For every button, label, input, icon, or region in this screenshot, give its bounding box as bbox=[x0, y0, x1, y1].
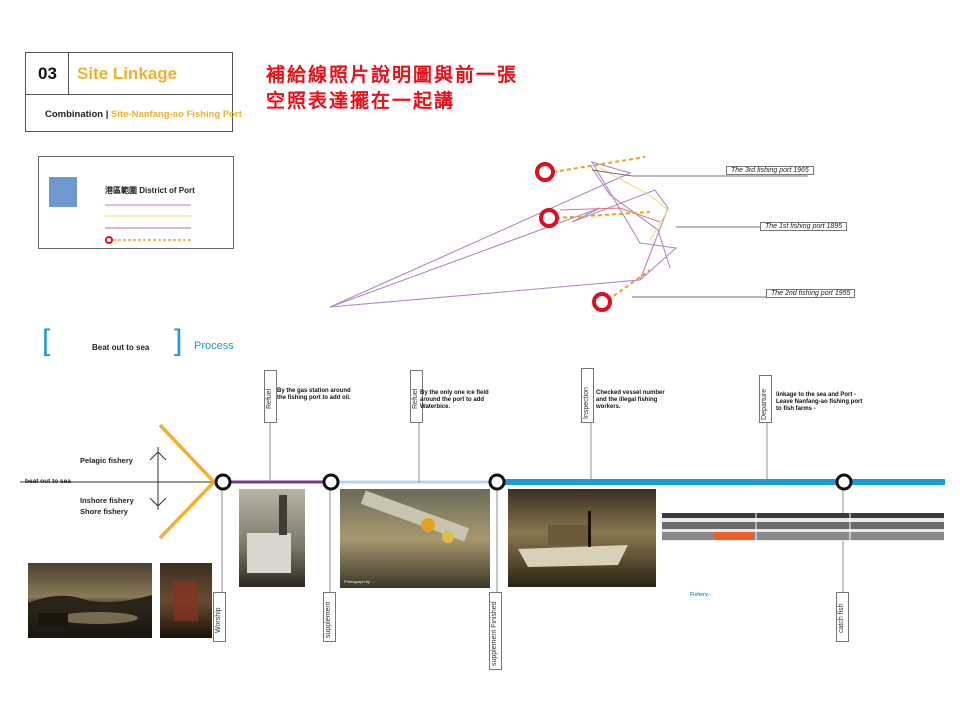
header-divider-vertical bbox=[68, 53, 69, 94]
subtitle-highlight: Site-Nanfang-ao Fishing Port bbox=[111, 109, 242, 120]
fishery-photo-strip bbox=[662, 513, 944, 541]
section-number: 03 bbox=[38, 64, 57, 83]
step-supplement-label: supplement bbox=[325, 601, 332, 638]
process-bracket-left: [ bbox=[42, 324, 51, 357]
fishery-pelagic: Pelagic fishery bbox=[80, 456, 133, 465]
fishery-inshore: Inshore fishery bbox=[80, 496, 134, 505]
process-bracket-right: ] bbox=[174, 324, 183, 357]
step-worship: Worship bbox=[213, 592, 226, 642]
section-title: Site Linkage bbox=[77, 64, 178, 83]
fishery-caption: Fishery- bbox=[690, 592, 710, 598]
district-swatch bbox=[49, 177, 77, 207]
timeline-node-icon bbox=[835, 473, 853, 491]
port-label-2nd: The 2nd fishing port 1955 bbox=[766, 289, 856, 298]
district-label: 港區範圍 District of Port bbox=[105, 186, 195, 195]
step-supplement-finished: supplement Finished bbox=[489, 592, 502, 670]
annotation-note: 補給線照片說明圖與前一張 空照表達擺在一起講 bbox=[266, 62, 518, 114]
photo-gas-station bbox=[239, 489, 305, 587]
step-departure: Departure bbox=[759, 375, 772, 423]
legend-lines bbox=[105, 204, 191, 244]
process-label: Process bbox=[194, 340, 234, 352]
step-worship-label: Worship bbox=[215, 607, 222, 633]
port-route-diagram bbox=[329, 156, 850, 312]
step-refuel-oil-desc: By the gas station around the fishing po… bbox=[277, 388, 351, 401]
step-supplement-finished-label: supplement Finished bbox=[491, 601, 498, 666]
photo-worship-temple bbox=[160, 563, 212, 638]
timeline-node-icon bbox=[214, 473, 232, 491]
timeline-node-icon bbox=[322, 473, 340, 491]
step-inspection-desc: Checked vessel number and the illegal fi… bbox=[596, 390, 665, 410]
step-departure-label: Departure bbox=[761, 388, 768, 420]
step-refuel-ice-label: Refuel bbox=[412, 388, 419, 409]
header-divider-horizontal bbox=[26, 94, 232, 95]
step-refuel-ice-desc: By the only one ice field around the por… bbox=[420, 390, 489, 410]
step-refuel-oil: Refuel bbox=[264, 370, 277, 423]
port-marker-icon bbox=[592, 292, 612, 312]
timeline-node-icon bbox=[488, 473, 506, 491]
map-legend: 港區範圍 District of Port bbox=[38, 156, 234, 249]
photo-ice-caption: Photograph by ... bbox=[344, 579, 375, 584]
subtitle-prefix: Combination | bbox=[45, 109, 111, 120]
port-label-3rd: The 3rd fishing port 1965 bbox=[726, 166, 814, 175]
annotation-line-2: 空照表達擺在一起講 bbox=[266, 90, 456, 112]
photo-harbor-sunset bbox=[28, 563, 152, 638]
port-marker-icon bbox=[535, 162, 555, 182]
fishery-beat-out: beat out to sea bbox=[25, 478, 71, 485]
photo-ice-supply: Photograph by ... bbox=[340, 489, 490, 588]
port-label-1st: The 1st fishing port 1895 bbox=[760, 222, 848, 231]
legend-circle-icon bbox=[105, 236, 113, 244]
step-inspection: Inspection bbox=[581, 368, 594, 423]
step-catch-fish-label: catch fish bbox=[838, 603, 845, 633]
section-header: 03 Site Linkage Combination | Site-Nanfa… bbox=[25, 52, 242, 132]
step-inspection-label: Inspection bbox=[583, 387, 590, 419]
step-refuel-oil-label: Refuel bbox=[266, 388, 273, 409]
section-subtitle: Combination | Site-Nanfang-ao Fishing Po… bbox=[45, 109, 242, 120]
step-refuel-ice: Refuel bbox=[410, 370, 423, 423]
annotation-line-1: 補給線照片說明圖與前一張 bbox=[266, 64, 519, 86]
port-marker-icon bbox=[539, 208, 559, 228]
step-supplement: supplement bbox=[323, 592, 336, 642]
photo-fishing-boats bbox=[508, 489, 656, 587]
step-catch-fish: catch fish bbox=[836, 592, 849, 642]
process-inside-label: Beat out to sea bbox=[92, 343, 150, 352]
step-departure-desc: linkage to the sea and Port - Leave Nanf… bbox=[776, 392, 863, 412]
fishery-shore: Shore fishery bbox=[80, 507, 128, 516]
